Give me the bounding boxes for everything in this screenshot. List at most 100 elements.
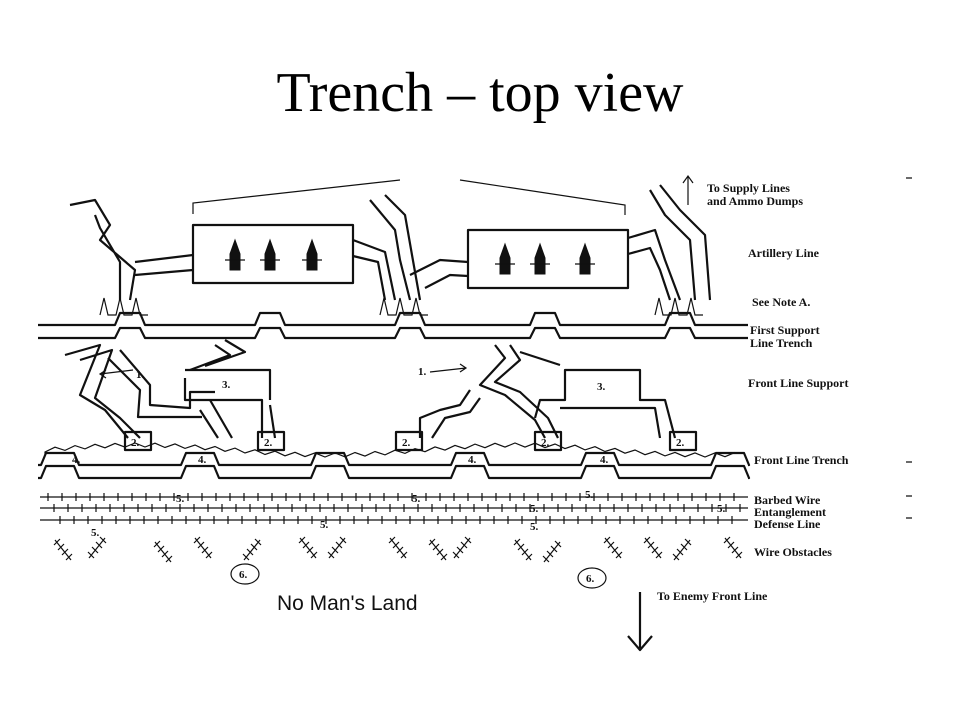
- wire-obstacle-11: [513, 538, 533, 561]
- supply-arrow: [682, 174, 694, 205]
- first-support-trench-top: [38, 311, 748, 327]
- wire-obstacle-7: [327, 536, 347, 559]
- marker-1-left: 1.: [136, 369, 145, 381]
- artillery-emplacement-right: [466, 228, 630, 290]
- wire-obstacle-3: [153, 540, 173, 563]
- dugout-3: [394, 430, 424, 452]
- label-barbed-1: Barbed Wire: [754, 493, 821, 507]
- artillery-gun-5: [534, 242, 546, 275]
- wire-obstacle-16: [723, 536, 743, 559]
- marker-2-3: 2.: [402, 437, 411, 449]
- dugout-5: [668, 430, 698, 452]
- wire-obstacle-12: [542, 540, 562, 563]
- arrow-1-left: [98, 369, 134, 379]
- marker-5-h: 5.: [530, 521, 539, 533]
- marker-2-5: 2.: [676, 437, 685, 449]
- wire-obstacle-14: [643, 536, 663, 559]
- label-see-note: See Note A.: [752, 295, 810, 309]
- label-wire-obstacles: Wire Obstacles: [754, 545, 832, 559]
- wire-obstacle-13: [603, 536, 623, 559]
- marker-5-d: 5.: [717, 503, 726, 515]
- marker-6-right: 6.: [586, 573, 595, 585]
- marker-5-c: 5.: [585, 489, 594, 501]
- label-barbed-3: Defense Line: [754, 517, 821, 531]
- label-no-mans-land: No Man's Land: [277, 592, 418, 615]
- wire-obstacle-5: [242, 538, 262, 561]
- marker-1-right: 1.: [418, 366, 427, 378]
- marker-4-c: 4.: [468, 454, 477, 466]
- enemy-arrow: [627, 592, 653, 652]
- wire-obstacle-15: [672, 538, 692, 561]
- barbed-ticks-1: [47, 493, 735, 501]
- label-first-support-2: Line Trench: [750, 336, 813, 350]
- connector-mid: [352, 238, 397, 301]
- connector-left: [134, 253, 194, 277]
- artillery-emplacement-left: [191, 223, 355, 285]
- marker-4-b: 4.: [198, 454, 207, 466]
- support-dugout-right: [533, 368, 677, 439]
- edge-ticks: [906, 177, 912, 519]
- slide-title: Trench – top view: [276, 62, 684, 124]
- marker-3-left: 3.: [222, 379, 231, 391]
- artillery-guns: [225, 238, 595, 275]
- marker-6-left-circle: [230, 563, 260, 585]
- marker-5-f: 5.: [91, 527, 100, 539]
- first-support-trench-bottom: [38, 326, 748, 340]
- wire-obstacle-6: [298, 536, 318, 559]
- marker-4-a: 4.: [72, 454, 81, 466]
- artillery-gun-1: [229, 238, 241, 271]
- wire-wave: [44, 442, 736, 458]
- dugout-1: [123, 430, 153, 452]
- marker-5-e: 5.: [530, 503, 539, 515]
- barbed-wire-lines: [40, 493, 748, 524]
- support-trench-left-inner: [107, 349, 215, 419]
- barbed-ticks-2: [53, 504, 741, 512]
- artillery-gun-2: [264, 238, 276, 271]
- arrow-1-right: [429, 363, 468, 373]
- marker-5-b: 5.: [412, 493, 421, 505]
- front-line-trench-bottom: [38, 464, 751, 480]
- marker-2-2: 2.: [264, 437, 273, 449]
- support-trench-left-outer: [64, 343, 141, 439]
- marker-6-left: 6.: [239, 569, 248, 581]
- wire-obstacle-8: [388, 536, 408, 559]
- marker-2-4: 2.: [541, 437, 550, 449]
- marker-6-right-circle: [577, 567, 607, 589]
- connector-right: [409, 258, 469, 289]
- communication-trench-mid: [369, 194, 422, 301]
- artillery-bracket: [192, 179, 626, 215]
- communication-trench-right: [649, 184, 712, 301]
- support-connector-right: [519, 350, 561, 367]
- note-a-zigzag-3: [654, 297, 703, 316]
- support-trench-right-outer: [478, 344, 559, 439]
- wire-obstacle-10: [452, 536, 472, 559]
- wire-obstacle-1: [53, 538, 73, 561]
- wire-obstacle-2: [87, 536, 107, 559]
- dugout-4: [533, 430, 563, 452]
- communication-trench-left: [69, 198, 137, 301]
- connector-far-right: [627, 228, 682, 301]
- label-enemy-front-line: To Enemy Front Line: [657, 589, 768, 603]
- wire-obstacle-9: [428, 538, 448, 561]
- support-connector-left: [189, 339, 247, 372]
- label-first-support-1: First Support: [750, 323, 820, 337]
- label-artillery-line: Artillery Line: [748, 246, 820, 260]
- support-path-left: [199, 399, 233, 439]
- label-front-line-support: Front Line Support: [748, 376, 848, 390]
- marker-5-a: 5.: [176, 493, 185, 505]
- artillery-gun-6: [579, 242, 591, 275]
- wire-obstacles: [53, 536, 743, 563]
- wire-obstacle-4: [193, 536, 213, 559]
- label-supply-1: To Supply Lines: [707, 181, 790, 195]
- marker-4-d: 4.: [600, 454, 609, 466]
- label-front-line-trench: Front Line Trench: [754, 453, 849, 467]
- label-barbed-2: Entanglement: [754, 505, 826, 519]
- marker-5-g: 5.: [320, 519, 329, 531]
- dugout-2: [256, 430, 286, 452]
- barbed-ticks-3: [59, 516, 733, 524]
- artillery-gun-4: [499, 242, 511, 275]
- artillery-gun-3: [306, 238, 318, 271]
- front-line-trench-top: [38, 451, 751, 467]
- support-path-mid: [418, 389, 481, 439]
